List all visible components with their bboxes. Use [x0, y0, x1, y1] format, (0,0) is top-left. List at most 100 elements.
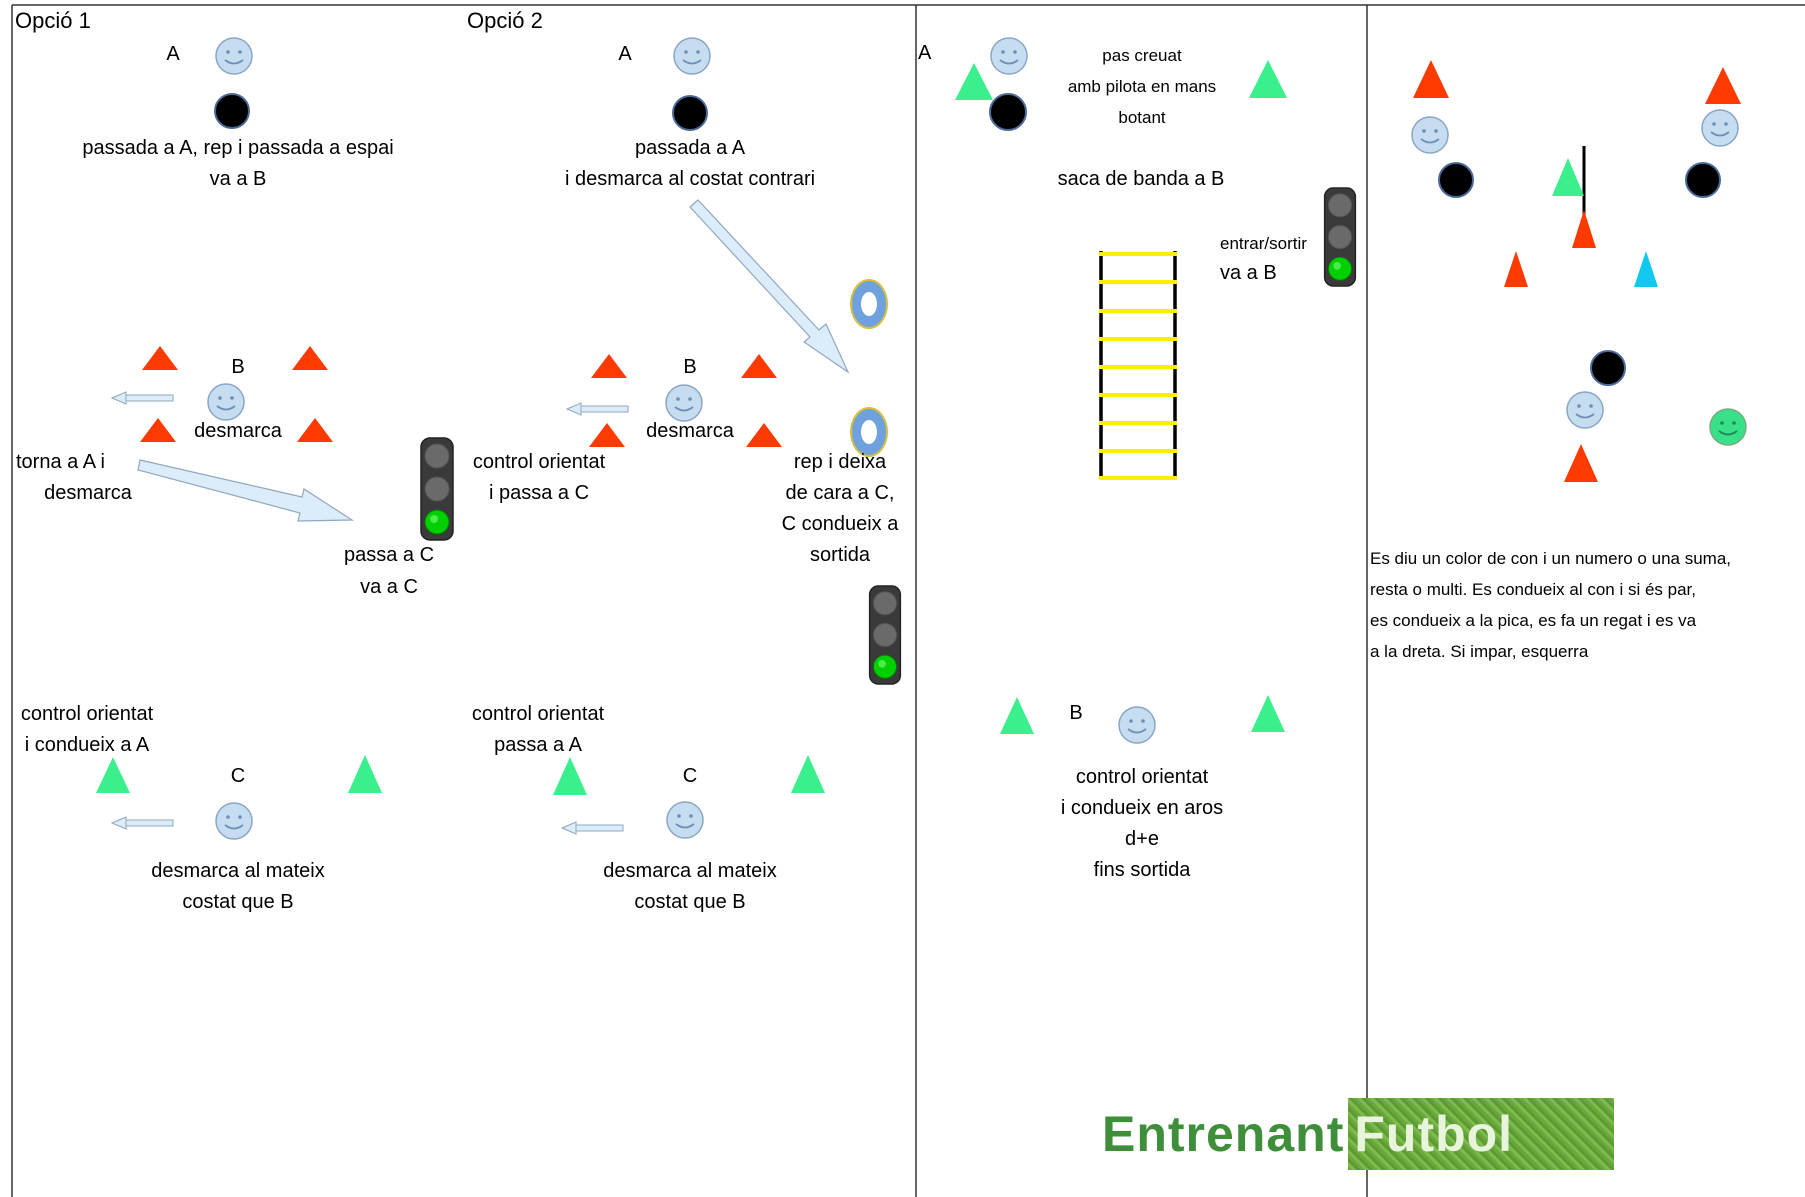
cone-green-icon — [1552, 158, 1584, 196]
cone-red-icon — [140, 418, 176, 442]
label-a: A — [166, 43, 180, 65]
panel-2-title: Opció 2 — [467, 8, 543, 33]
logo-grass-box: Futbol — [1348, 1098, 1615, 1170]
instruction-pas-line2: amb pilota en mans — [1067, 77, 1217, 96]
label-b: B — [231, 356, 245, 378]
cone-red-icon — [1413, 60, 1449, 98]
ball-icon — [214, 93, 250, 129]
ball-icon — [1685, 162, 1721, 198]
cone-red-icon — [1572, 210, 1596, 248]
player-face-icon — [1701, 109, 1739, 147]
cone-cyan-icon — [1634, 251, 1658, 287]
instruction-pass-line1: passada a A, rep i passada a espai — [82, 137, 394, 159]
frame — [11, 4, 1805, 1197]
rules-line4: a la dreta. Si impar, esquerra — [1370, 642, 1589, 661]
player-green-face-icon — [1709, 408, 1747, 446]
ball-icon — [1590, 350, 1626, 386]
panel-2 — [553, 37, 902, 839]
player-face-icon — [1411, 116, 1449, 154]
cone-green-icon — [1000, 697, 1034, 734]
instruction-control-line4: fins sortida — [1093, 859, 1191, 881]
traffic-light-icon — [420, 437, 454, 541]
cone-red-icon — [746, 423, 782, 447]
instruction-control-b-line1: control orientat — [472, 451, 606, 473]
instruction-pas-line1: pas creuat — [1102, 46, 1182, 65]
hoop-icon — [850, 279, 888, 329]
cone-green-icon — [553, 757, 587, 795]
instruction-entrar-line2: va a B — [1220, 262, 1277, 284]
player-c-face-icon — [666, 801, 704, 839]
rules-line2: resta o multi. Es condueix al con i si é… — [1370, 580, 1696, 599]
instruction-control-line2: i condueix a A — [24, 734, 150, 756]
small-arrow-left-icon — [110, 391, 174, 405]
instruction-pas-line3: botant — [1118, 108, 1166, 127]
cone-green-icon — [955, 63, 993, 100]
instruction-b-desmarca: desmarca — [646, 420, 734, 442]
instruction-rep-line2: de cara a C, — [785, 482, 895, 504]
cone-red-icon — [1504, 251, 1528, 287]
rules-line1: Es diu un color de con i un numero o una… — [1370, 549, 1731, 568]
player-face-icon — [1566, 391, 1604, 429]
logo-part2: Futbol — [1354, 1106, 1514, 1162]
instruction-rep-line3: C condueix a — [781, 513, 899, 535]
cone-red-icon — [292, 346, 328, 370]
instruction-passa-c-line2: va a C — [360, 576, 418, 598]
label-a: A — [918, 42, 932, 64]
cone-red-icon — [589, 423, 625, 447]
cone-green-icon — [791, 755, 825, 793]
label-c: C — [230, 765, 246, 787]
instruction-passa-c-line1: passa a C — [343, 544, 435, 566]
cone-green-icon — [96, 757, 130, 793]
ball-icon — [1438, 162, 1474, 198]
instruction-control-c-line1: control orientat — [471, 703, 605, 725]
label-b: B — [1069, 702, 1083, 724]
instruction-saca: saca de banda a B — [1057, 168, 1225, 190]
ball-icon — [672, 95, 708, 131]
label-a: A — [618, 43, 632, 65]
instruction-control-b-line2: i passa a C — [488, 482, 590, 504]
player-c-face-icon — [215, 802, 253, 840]
cone-red-icon — [1705, 67, 1741, 104]
instruction-control-line2: i condueix en aros — [1060, 797, 1224, 819]
instruction-control-line1: control orientat — [20, 703, 154, 725]
instruction-rep-line4: sortida — [809, 544, 871, 566]
cone-green-icon — [1249, 60, 1287, 98]
instruction-desmarca-c-line1: desmarca al mateix — [151, 860, 325, 882]
player-a-face-icon — [990, 37, 1028, 75]
cone-red-icon — [142, 346, 178, 370]
instruction-desmarca-c-line1: desmarca al mateix — [603, 860, 777, 882]
player-a-face-icon — [215, 37, 253, 75]
panel-1 — [96, 37, 454, 840]
instruction-rep-line1: rep i deixa — [793, 451, 887, 473]
instruction-desmarca-c-line2: costat que B — [634, 891, 746, 913]
agility-ladder-icon — [1099, 251, 1177, 480]
instruction-pass-line2: i desmarca al costat contrari — [564, 168, 816, 190]
logo-part1: Entrenant — [1102, 1106, 1345, 1162]
cone-green-icon — [1251, 695, 1285, 732]
arrow-diagonal-icon — [137, 459, 354, 522]
label-c: C — [682, 765, 698, 787]
arrow-diagonal-icon — [689, 199, 850, 374]
cone-red-icon — [741, 354, 777, 378]
instruction-desmarca-c-line2: costat que B — [182, 891, 294, 913]
instruction-control-line3: d+e — [1125, 828, 1159, 850]
instruction-torna-line2: desmarca — [44, 482, 132, 504]
instruction-pass-line2: va a B — [209, 168, 267, 190]
instruction-entrar-line1: entrar/sortir — [1220, 234, 1307, 253]
label-b: B — [683, 356, 697, 378]
cone-green-icon — [348, 755, 382, 793]
rules-line3: es condueix a la pica, es fa un regat i … — [1370, 611, 1697, 630]
hoop-icon — [850, 407, 888, 457]
cone-red-icon — [297, 418, 333, 442]
small-arrow-left-icon — [560, 821, 624, 835]
instruction-b-desmarca: desmarca — [194, 420, 282, 442]
cone-red-icon — [591, 354, 627, 378]
player-b-face-icon — [1118, 706, 1156, 744]
player-a-face-icon — [673, 37, 711, 75]
traffic-light-icon — [868, 585, 902, 685]
entrenant-futbol-logo: Entrenant Futbol — [1102, 1096, 1615, 1172]
instruction-control-line1: control orientat — [1075, 766, 1209, 788]
small-arrow-left-icon — [565, 402, 629, 416]
ball-icon — [989, 93, 1027, 131]
